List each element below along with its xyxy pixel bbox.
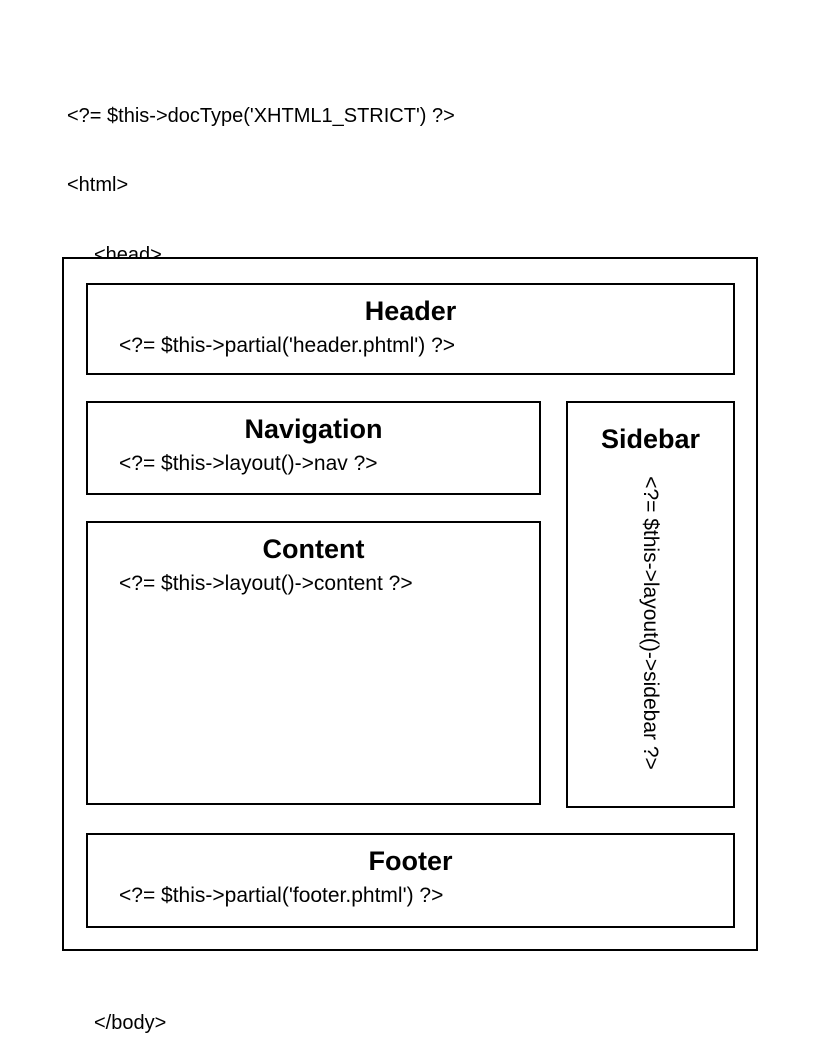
- code-line-html-open: <html>: [67, 174, 129, 197]
- body-layout-box: Header <?= $this->partial('header.phtml'…: [62, 257, 758, 951]
- content-box-title: Content: [262, 534, 365, 564]
- content-box: Content <?= $this->layout()->content ?>: [86, 521, 541, 805]
- navigation-box-title: Navigation: [244, 414, 383, 444]
- header-box-code: <?= $this->partial('header.phtml') ?>: [119, 334, 456, 357]
- footer-box: Footer <?= $this->partial('footer.phtml'…: [86, 833, 735, 928]
- code-line-doctype: <?= $this->docType('XHTML1_STRICT') ?>: [67, 104, 455, 127]
- footer-box-title: Footer: [368, 846, 453, 876]
- xhtml-code-block-bottom: </body> </html>: [67, 962, 166, 1056]
- navigation-box-code: <?= $this->layout()->nav ?>: [119, 452, 378, 475]
- content-box-code: <?= $this->layout()->content ?>: [119, 572, 413, 595]
- code-line-body-close: </body>: [94, 1012, 167, 1034]
- sidebar-box-code-rotated: <?= $this->layout()->sidebar ?>: [639, 476, 662, 770]
- header-box: Header <?= $this->partial('header.phtml'…: [86, 283, 735, 375]
- navigation-box: Navigation <?= $this->layout()->nav ?>: [86, 401, 541, 495]
- sidebar-box: Sidebar <?= $this->layout()->sidebar ?>: [566, 401, 735, 808]
- sidebar-box-title: Sidebar: [600, 424, 701, 454]
- header-box-title: Header: [364, 296, 457, 326]
- footer-box-code: <?= $this->partial('footer.phtml') ?>: [119, 884, 444, 907]
